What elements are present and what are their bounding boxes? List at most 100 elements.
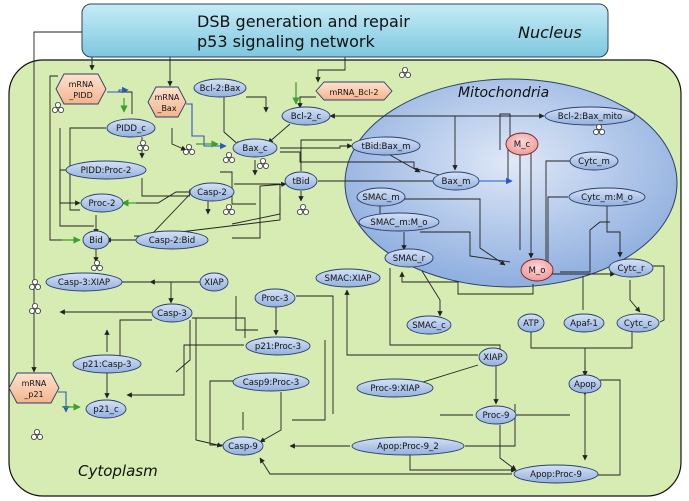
connections [31, 31, 665, 476]
mitochondria-label: Mitochondria [458, 85, 549, 101]
node-xiap2: XIAP [478, 347, 508, 367]
node-smac-xiap: SMAC:XIAP [315, 268, 381, 288]
degradation-sink-icon [28, 302, 42, 314]
node-pidd-proc2: PIDD:Proc-2 [65, 160, 147, 180]
node-casp3-xiap: Casp-3:XIAP [45, 272, 123, 292]
svg-text:M_o: M_o [529, 266, 546, 276]
svg-text:PIDD:Proc-2: PIDD:Proc-2 [81, 166, 132, 176]
svg-text:Proc-9: Proc-9 [483, 411, 510, 421]
degradation-sink-icon [593, 124, 606, 135]
svg-text:Cytc_m: Cytc_m [578, 157, 610, 167]
node-cytc-m: Cytc_m [569, 151, 619, 171]
node-smac-m-mo: SMAC_m:M_o [358, 212, 440, 232]
mrna-bax-node: mRNA _Bax [147, 86, 187, 118]
node-proc9: Proc-9 [475, 405, 517, 425]
mrna-pidd-line1: mRNA [69, 80, 94, 89]
node-bcl2-bax: Bcl-2:Bax [193, 78, 247, 98]
degradation-sink-icon [222, 203, 235, 215]
nucleus-label: Nucleus [518, 23, 582, 42]
svg-text:Apop: Apop [574, 380, 596, 390]
node-bcl2-c: Bcl-2_c [281, 106, 331, 126]
svg-text:Cytc_r: Cytc_r [617, 264, 644, 274]
svg-text:XIAP: XIAP [204, 278, 223, 288]
svg-text:Proc-9:XIAP: Proc-9:XIAP [370, 384, 419, 394]
node-cytc-r: Cytc_r [608, 258, 654, 278]
nucleus-title-line2: p53 signaling network [197, 32, 375, 51]
node-tbid: tBid [284, 171, 318, 191]
node-pidd-c: PIDD_c [106, 118, 156, 138]
svg-text:Casp-3: Casp-3 [157, 309, 187, 319]
node-apop: Apop [568, 374, 602, 394]
node-bax-c: Bax_c [232, 138, 278, 158]
node-proc2: Proc-2 [80, 193, 124, 213]
svg-text:SMAC_c: SMAC_c [412, 321, 446, 331]
mrna-bcl2-label: mRNA_Bcl-2 [330, 88, 379, 97]
node-casp9: Casp-9 [222, 436, 264, 456]
svg-text:p21:Proc-3: p21:Proc-3 [255, 342, 301, 352]
mrna-bax-line2: _Bax [156, 104, 176, 113]
green-arrows [62, 82, 300, 411]
svg-text:Casp-2:Bid: Casp-2:Bid [149, 236, 195, 246]
svg-text:PIDD_c: PIDD_c [116, 124, 146, 134]
node-casp3: Casp-3 [151, 303, 193, 323]
node-proc9-xiap: Proc-9:XIAP [356, 378, 434, 398]
svg-text:Bcl-2:Bax_mito: Bcl-2:Bax_mito [558, 112, 622, 122]
svg-text:ATP: ATP [523, 319, 539, 329]
degradation-sink-icon [30, 428, 44, 440]
degradation-sink-icon [296, 203, 309, 215]
node-casp2: Casp-2 [189, 182, 235, 202]
svg-text:SMAC:XIAP: SMAC:XIAP [325, 274, 372, 284]
svg-text:Bax_c: Bax_c [242, 144, 268, 154]
mrna-p21-line1: mRNA [22, 379, 47, 388]
node-smac-r: SMAC_r [384, 248, 434, 268]
degradation-sink-icon [398, 67, 411, 79]
node-bid: Bid [82, 230, 110, 250]
node-p21-c: p21_c [85, 399, 127, 419]
node-atp: ATP [517, 313, 545, 333]
node-bcl2-bax-mito: Bcl-2:Bax_mito [544, 106, 636, 126]
node-cytc-c: Cytc_c [616, 313, 660, 333]
node-bax-m: Bax_m [432, 171, 480, 191]
nucleus-title-line1: DSB generation and repair [197, 12, 410, 31]
degradation-sink-icon [222, 151, 235, 163]
mrna-bcl2-node: mRNA_Bcl-2 [315, 81, 393, 101]
degradation-sink-icon [91, 259, 104, 271]
degradation-sink-icon [182, 143, 195, 155]
svg-text:Cytc_m:M_o: Cytc_m:M_o [581, 193, 633, 203]
node-xiap: XIAP [199, 272, 229, 292]
svg-text:Casp9:Proc-3: Casp9:Proc-3 [243, 378, 300, 388]
mrna-pidd-line2: _PIDD [68, 91, 93, 100]
svg-text:Proc-2: Proc-2 [89, 199, 116, 209]
svg-text:Apop:Proc-9_2: Apop:Proc-9_2 [377, 442, 439, 452]
node-apop-proc9: Apop:Proc-9 [513, 464, 599, 484]
svg-text:Casp-9: Casp-9 [228, 442, 258, 452]
svg-text:Casp-3:XIAP: Casp-3:XIAP [58, 278, 110, 288]
svg-text:Bcl-2:Bax: Bcl-2:Bax [200, 84, 241, 94]
svg-text:Bid: Bid [89, 236, 103, 246]
node-apaf1: Apaf-1 [563, 313, 605, 333]
degradation-sink-icon [28, 278, 42, 290]
node-tbid-bax-m: tBid:Bax_m [351, 136, 421, 156]
mrna-pidd-node: mRNA _PIDD [55, 73, 107, 105]
svg-text:tBid:Bax_m: tBid:Bax_m [362, 142, 411, 152]
svg-text:M_c: M_c [514, 140, 531, 150]
mrna-p21-node: mRNA _p21 [8, 372, 60, 404]
svg-text:Apop:Proc-9: Apop:Proc-9 [530, 470, 582, 480]
node-casp2-bid: Casp-2:Bid [135, 230, 209, 250]
svg-text:SMAC_m:M_o: SMAC_m:M_o [370, 218, 427, 228]
node-m-o: M_o [520, 258, 554, 282]
node-proc3: Proc-3 [254, 288, 296, 308]
svg-text:Cytc_c: Cytc_c [624, 319, 652, 329]
node-m-c: M_c [505, 132, 539, 156]
degradation-sink-icon [256, 157, 269, 169]
svg-text:SMAC_m: SMAC_m [362, 193, 399, 203]
svg-text:Proc-3: Proc-3 [262, 294, 289, 304]
degradation-sink-icon [52, 102, 65, 114]
svg-text:Apaf-1: Apaf-1 [570, 319, 598, 329]
svg-text:Casp-2: Casp-2 [197, 188, 227, 198]
node-apop-proc9-2: Apop:Proc-9_2 [351, 436, 465, 456]
svg-text:Bcl-2_c: Bcl-2_c [291, 112, 322, 122]
degradation-symbols [28, 67, 606, 440]
mrna-bax-line1: mRNA [155, 93, 180, 102]
